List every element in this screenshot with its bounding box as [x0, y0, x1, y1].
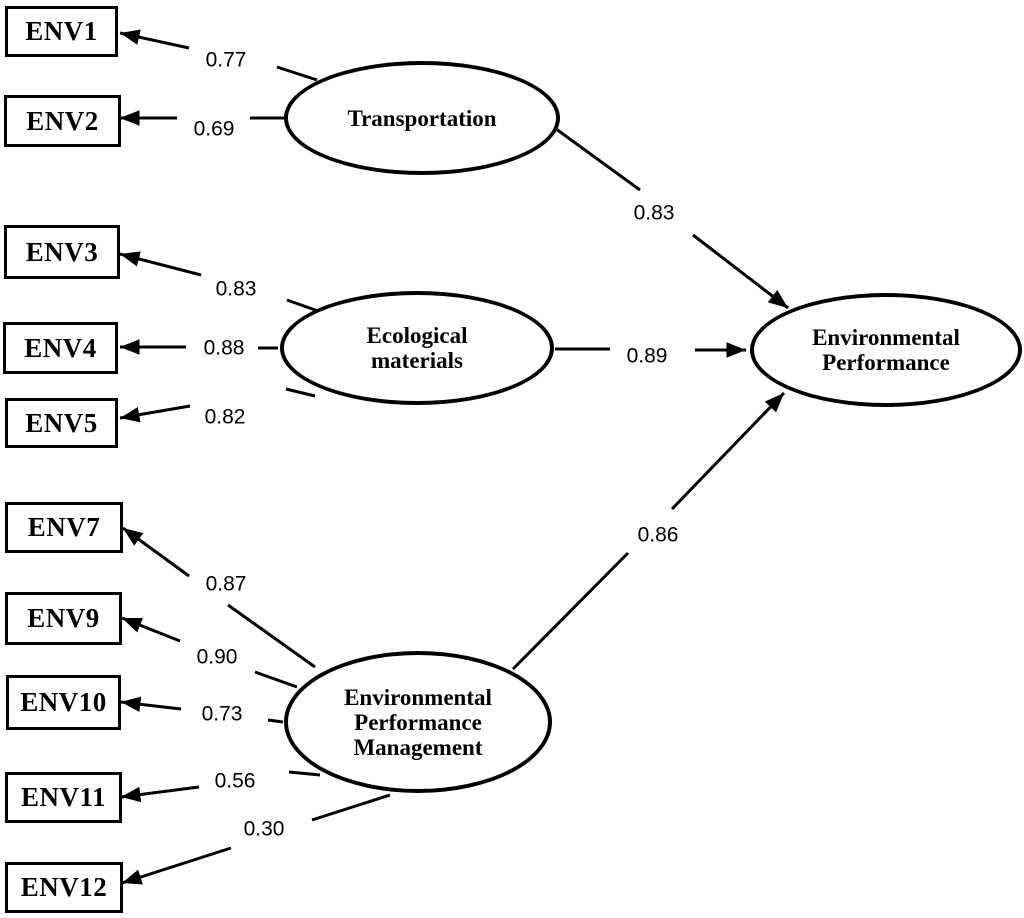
observed-box-env12: ENV12 — [5, 862, 123, 913]
observed-box-env10: ENV10 — [6, 675, 121, 730]
path-management-env12 — [121, 793, 391, 885]
observed-box-env11: ENV11 — [5, 772, 122, 823]
observed-box-env1: ENV1 — [5, 6, 118, 57]
observed-box-env4: ENV4 — [3, 322, 118, 374]
path-management-env9 — [121, 616, 298, 689]
path-management-performance — [511, 391, 786, 671]
observed-box-env3: ENV3 — [4, 225, 120, 279]
loading-env1: 0.77 — [202, 49, 250, 71]
path-management-env7 — [122, 526, 316, 669]
path-ecological-env4 — [120, 339, 278, 355]
latent-ellipse-ecological-materials: Ecological materials — [280, 291, 554, 405]
path-transportation-performance — [551, 124, 789, 310]
loading-env2: 0.69 — [190, 118, 238, 140]
loading-env10: 0.73 — [198, 703, 246, 725]
path-ecological-env3 — [119, 251, 319, 313]
coefficient-management-performance: 0.86 — [634, 524, 682, 546]
path-management-env10 — [120, 696, 284, 724]
path-management-env11 — [120, 770, 321, 803]
coefficient-ecological-performance: 0.89 — [623, 345, 671, 367]
loading-env11: 0.56 — [211, 770, 259, 792]
coefficient-transportation-performance: 0.83 — [630, 202, 678, 224]
loading-env7: 0.87 — [202, 573, 250, 595]
observed-box-env5: ENV5 — [5, 398, 118, 448]
observed-box-env2: ENV2 — [4, 95, 121, 147]
latent-ellipse-environmental-performance: Environmental Performance — [750, 293, 1022, 407]
path-transportation-env1 — [119, 29, 318, 82]
observed-box-env9: ENV9 — [5, 592, 122, 645]
path-ecological-env5 — [119, 387, 316, 423]
loading-env3: 0.83 — [212, 278, 260, 300]
loading-env12: 0.30 — [240, 818, 288, 840]
loading-env9: 0.90 — [193, 646, 241, 668]
loading-env5: 0.82 — [201, 406, 249, 428]
observed-box-env7: ENV7 — [5, 502, 123, 553]
latent-ellipse-environmental-performance-management: Environmental Performance Management — [284, 651, 552, 793]
loading-env4: 0.88 — [200, 337, 248, 359]
latent-ellipse-transportation: Transportation — [284, 61, 560, 175]
path-ecological-performance — [555, 342, 746, 358]
